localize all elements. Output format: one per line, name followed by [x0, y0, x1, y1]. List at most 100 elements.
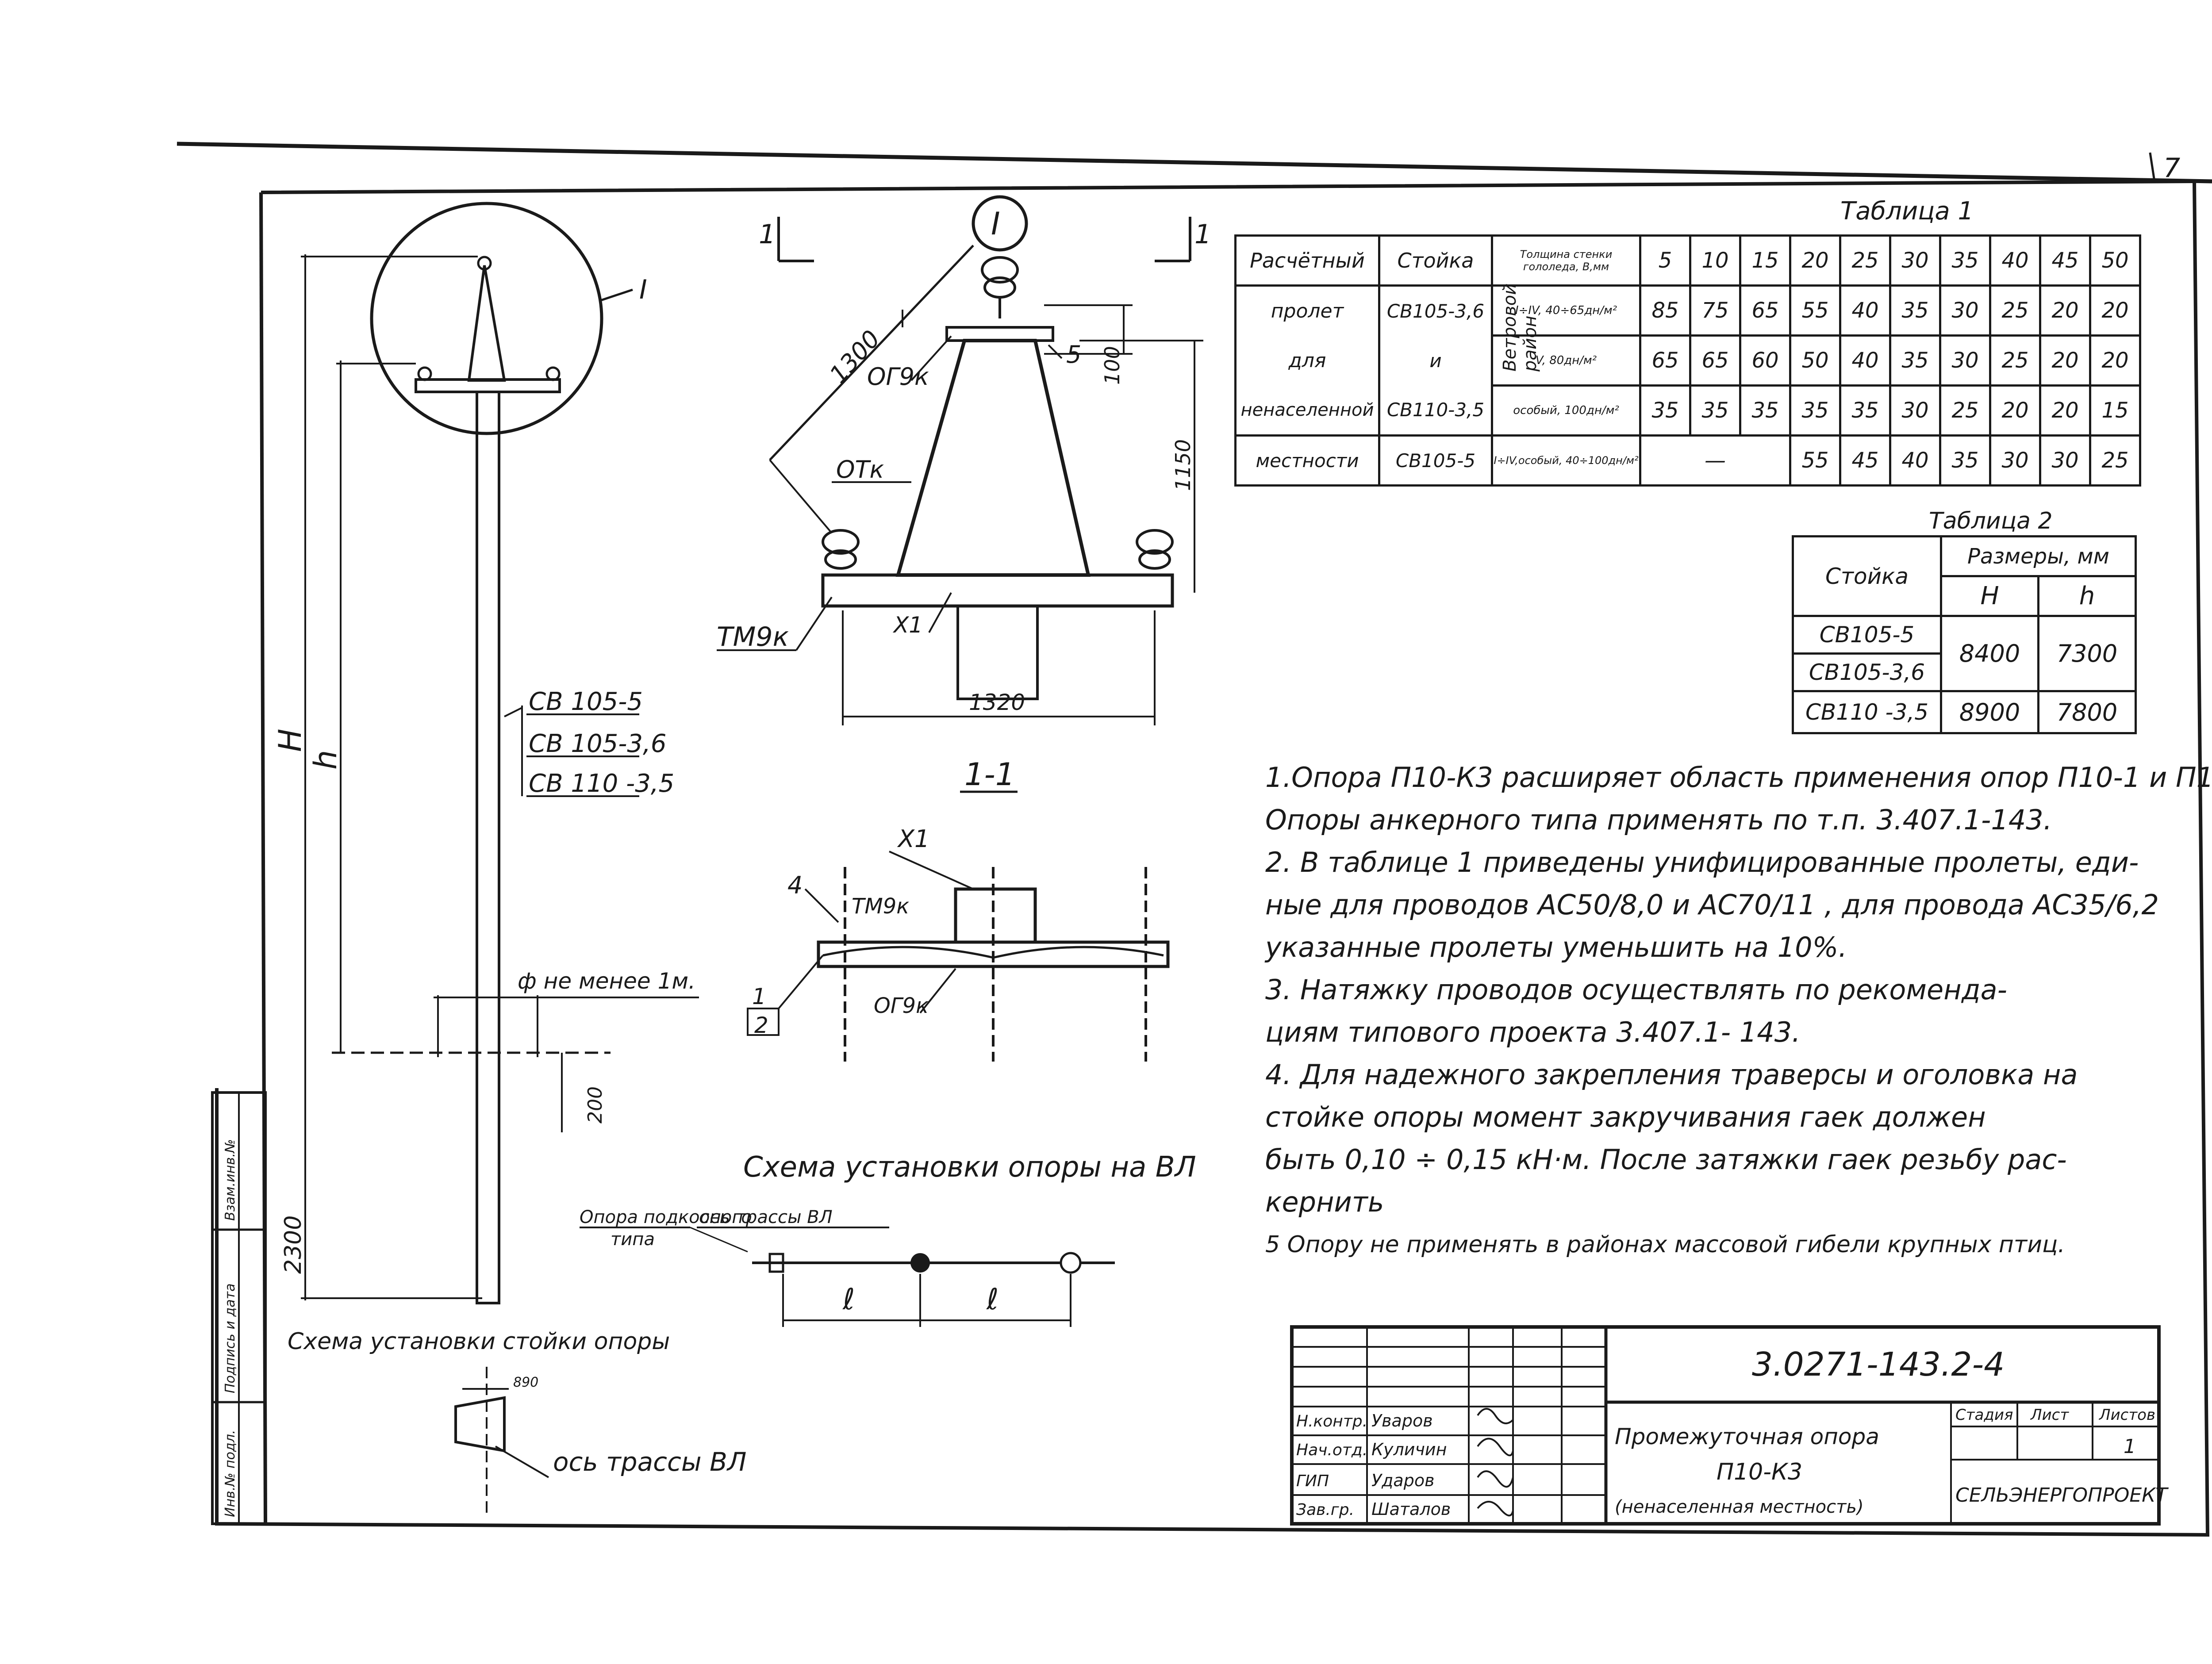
dim-1320: 1320 — [969, 690, 1025, 715]
stamp-signatures — [1477, 1408, 1514, 1517]
scheme-vl-anchor: Опора подкосного — [580, 1207, 752, 1227]
notes: 1.Опора П10-К3 расширяет область примене… — [1265, 756, 2212, 1266]
t1-cond-3: I÷IV,особый, 40÷100дн/м² — [1491, 434, 1641, 487]
t1-th-8: 45 — [2039, 234, 2091, 287]
pole-label-2: СВ 105-3,6 — [529, 729, 666, 758]
t1-rowhead-4: местности — [1234, 434, 1380, 487]
stamp-sheets-h: Листов — [2098, 1406, 2155, 1424]
t2-row-2: СВ110 -3,5 — [1792, 690, 1942, 734]
t1-r1-c3: 50 — [1789, 334, 1841, 387]
label-x1-top: Х1 — [892, 612, 923, 638]
note-line-3: 2. В таблице 1 приведены унифицированные… — [1265, 846, 2139, 878]
t2-stoika-h: Стойка — [1792, 535, 1942, 617]
t1-r0-c5: 35 — [1889, 284, 1941, 337]
t1-r3-c3: 55 — [1789, 434, 1841, 487]
t1-r3-c8: 30 — [2039, 434, 2091, 487]
scheme-pole-title: Схема установки стойки опоры — [288, 1328, 670, 1355]
label-tm9k-top: ТМ9к — [717, 621, 789, 652]
note-line-4: ные для проводов АС50/8,0 и АС70/11 , дл… — [1265, 889, 2159, 921]
t2-H-h: H — [1940, 575, 2039, 617]
t1-r1-c5: 35 — [1889, 334, 1941, 387]
section-mark-left: 1 — [759, 219, 776, 250]
t1-r0-c4: 40 — [1839, 284, 1891, 337]
t2-H-0: 8400 — [1940, 615, 2039, 692]
t1-r3-c4: 45 — [1839, 434, 1891, 487]
t1-r2-c8: 20 — [2039, 384, 2091, 437]
t1-r1-c6: 30 — [1939, 334, 1991, 387]
t1-r2-c0: 35 — [1639, 384, 1691, 437]
label-x1-sec: Х1 — [897, 825, 929, 853]
t1-wind-label: Ветровой район — [1500, 283, 1540, 372]
callout-node-label: I — [639, 274, 647, 305]
t1-r0-c9: 20 — [2089, 284, 2141, 337]
stamp-role-4: Зав.гр. — [1296, 1501, 1354, 1519]
left-strip-3: Инв.№ подл. — [223, 1430, 238, 1517]
t1-r0-c2: 65 — [1739, 284, 1791, 337]
t1-th-9: 50 — [2089, 234, 2141, 287]
scheme-pole-axis: ось трассы ВЛ — [553, 1447, 747, 1477]
dim-100: 100 — [1100, 346, 1124, 385]
t2-H-1: 8900 — [1940, 690, 2039, 734]
label-2: 2 — [754, 1012, 768, 1038]
stamp-name-3: Ударов — [1371, 1471, 1434, 1490]
t2-row-0: СВ105-5 — [1792, 615, 1942, 655]
t1-th-4: 25 — [1839, 234, 1891, 287]
t1-th-3: 20 — [1789, 234, 1841, 287]
stamp-sheet-h: Лист — [2030, 1406, 2069, 1424]
t1-r1-c9: 20 — [2089, 334, 2141, 387]
note-line-2: Опоры анкерного типа применять по т.п. 3… — [1265, 804, 2052, 836]
t1-stoika-a2: и — [1378, 335, 1493, 386]
label-og9k-sec: ОГ9к — [874, 993, 929, 1018]
section-mark-right: 1 — [1194, 219, 1211, 250]
table2-title: Таблица 2 — [1929, 508, 2053, 534]
t2-h-h: h — [2037, 575, 2137, 617]
t1-thickness-header: Толщина стенки гололеда, В,мм — [1491, 234, 1641, 287]
t1-r1-c1: 65 — [1689, 334, 1741, 387]
note-line-8: 4. Для надежного закрепления траверсы и … — [1265, 1058, 2078, 1091]
left-strip-1: Взам.инв.№ — [223, 1139, 238, 1221]
t1-r0-c3: 55 — [1789, 284, 1841, 337]
pole-label-1: СВ 105-5 — [529, 687, 643, 716]
t1-r1-c8: 20 — [2039, 334, 2091, 387]
t1-r1-c2: 60 — [1739, 334, 1791, 387]
t1-th-2: 15 — [1739, 234, 1791, 287]
t1-th-7: 40 — [1989, 234, 2041, 287]
t1-th-1: 10 — [1689, 234, 1741, 287]
t2-h-0: 7300 — [2037, 615, 2137, 692]
t1-r2-c9: 15 — [2089, 384, 2141, 437]
stamp-org: СЕЛЬЭНЕРГОПРОЕКТ — [1955, 1484, 2169, 1507]
t1-r2-c5: 30 — [1889, 384, 1941, 437]
stamp-code: 3.0271-143.2-4 — [1752, 1346, 2005, 1384]
t1-r1-c7: 25 — [1989, 334, 2041, 387]
scheme-vl-axis: ось трассы ВЛ — [699, 1207, 833, 1227]
stamp-name-1: Уваров — [1371, 1411, 1433, 1430]
dim-200: 200 — [584, 1086, 607, 1123]
sheet-number: 7 — [2163, 153, 2180, 184]
t1-r3-c5: 40 — [1889, 434, 1941, 487]
table1-title: Таблица 1 — [1840, 197, 1974, 226]
t1-rowhead-2: для — [1234, 335, 1380, 386]
dim-depth: 2300 — [280, 1215, 307, 1274]
dim-h: h — [307, 750, 344, 770]
t1-r3-c7: 30 — [1989, 434, 2041, 487]
table2: Стойка Размеры, мм H h СВ105-5 8400 7300… — [1792, 535, 2137, 734]
pole-label-3: СВ 110 -3,5 — [529, 769, 674, 798]
t1-rowhead-3: ненаселенной — [1234, 385, 1380, 437]
stamp-name-2: Куличин — [1371, 1440, 1447, 1459]
scheme-vl-anchor-2: типа — [611, 1229, 655, 1250]
label-og9k-top: ОГ9к — [867, 363, 929, 391]
t1-stoika-b: СВ105-5 — [1378, 434, 1493, 487]
t1-r0-c6: 30 — [1939, 284, 1991, 337]
t1-r2-c2: 35 — [1739, 384, 1791, 437]
t2-h-1: 7800 — [2037, 690, 2137, 734]
stamp-title-3: (ненаселенная местность) — [1615, 1497, 1864, 1517]
table1: Расчётный Стойка Толщина стенки гололеда… — [1234, 234, 2141, 487]
t1-r0-c1: 75 — [1689, 284, 1741, 337]
label-5: 5 — [1066, 341, 1081, 368]
stamp-stage-h: Стадия — [1955, 1406, 2013, 1424]
section-title: 1-1 — [964, 756, 1015, 793]
t2-sizes-h: Размеры, мм — [1940, 535, 2137, 577]
t1-r3-c0: — — [1639, 434, 1791, 487]
stamp-title-1: Промежуточная опора — [1615, 1424, 1879, 1449]
